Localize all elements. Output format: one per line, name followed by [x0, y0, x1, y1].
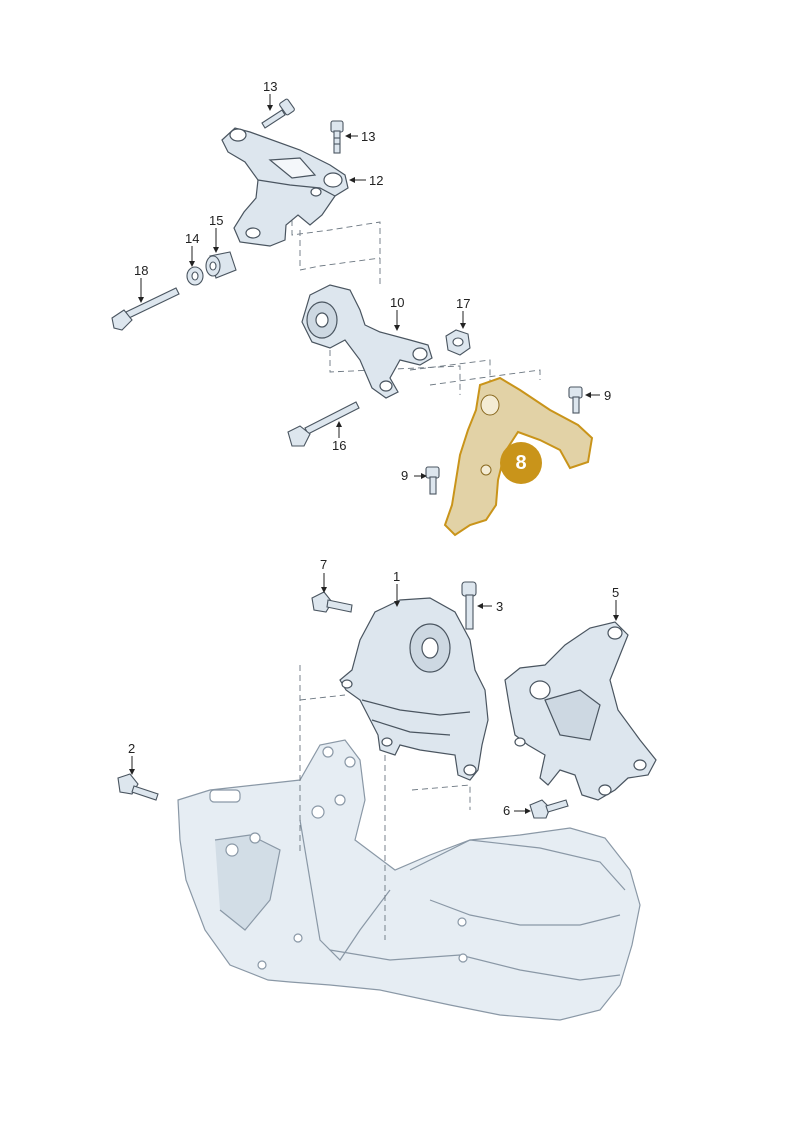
torque-rod-10	[301, 284, 433, 399]
bolt-13-top	[261, 98, 295, 129]
bolt-2	[117, 773, 159, 801]
callout-12: 12	[369, 173, 384, 188]
bolt-7	[311, 591, 353, 613]
callout-9-left: 9	[401, 468, 409, 483]
bolt-18	[111, 287, 180, 331]
callout-6: 6	[503, 803, 511, 818]
callout-10: 10	[390, 295, 405, 310]
callout-7: 7	[320, 557, 328, 572]
callout-13-top: 13	[263, 79, 278, 94]
bracket-12	[221, 127, 349, 247]
callout-1: 1	[393, 569, 401, 584]
bolt-6	[529, 799, 569, 819]
nut-17	[445, 329, 471, 356]
callout-16: 16	[332, 438, 347, 453]
bolt-9-right	[568, 386, 583, 414]
leader-lines	[129, 94, 619, 814]
bushing-15	[205, 251, 237, 279]
callout-13-right: 13	[361, 129, 376, 144]
callout-9-right: 9	[604, 388, 612, 403]
callout-17: 17	[456, 296, 471, 311]
engine-mount-1	[339, 597, 489, 781]
bolt-3	[461, 581, 477, 630]
highlight-badge-8: 8	[500, 442, 542, 484]
bolt-9-left	[425, 466, 440, 495]
callout-3: 3	[496, 599, 504, 614]
callout-18: 18	[134, 263, 149, 278]
callout-15: 15	[209, 213, 224, 228]
assembly-lines	[291, 200, 541, 940]
callout-5: 5	[612, 585, 620, 600]
subframe	[177, 739, 641, 1021]
bolt-13-right	[330, 120, 344, 154]
callout-2: 2	[128, 741, 136, 756]
callout-14: 14	[185, 231, 200, 246]
bolt-16	[287, 401, 360, 447]
bracket-5	[504, 621, 657, 801]
washer-14	[186, 266, 204, 286]
